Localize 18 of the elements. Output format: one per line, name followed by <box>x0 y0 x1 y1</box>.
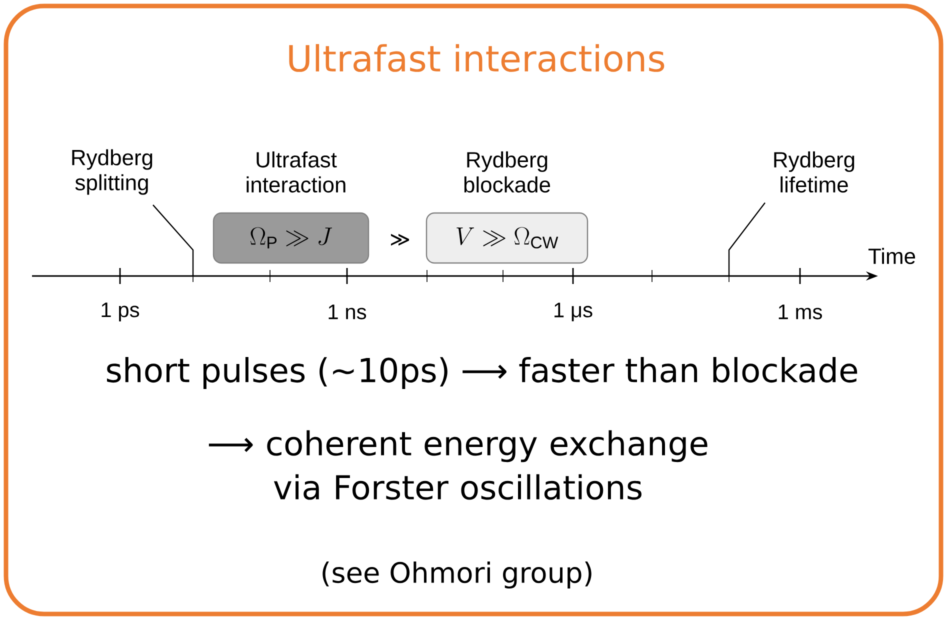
tick-label: 1 ns <box>328 304 366 320</box>
note-text: (see Ohmori group) <box>322 561 592 589</box>
event-label: Rydberg splitting <box>72 149 152 195</box>
leader-line <box>152 204 194 276</box>
note-text: ⟶ coherent energy exchange via Forster oscillations <box>208 430 708 500</box>
tick-label: 1 ms <box>778 304 822 320</box>
leader-line <box>728 202 766 276</box>
box-heading: Ultrafast interaction <box>246 151 346 193</box>
note-text: short pulses (~10ps) ⟶ faster than blockade <box>107 357 858 389</box>
title: Ultrafast interactions <box>289 44 664 72</box>
interaction-box: $V \gg \Omega_{\mathrm{CW}}$ <box>426 212 588 264</box>
much-greater-sign: ≫ <box>390 234 410 246</box>
tick-label: 1 μs <box>554 302 592 322</box>
interaction-box: $\Omega_{\mathrm{P}} \gg J$ <box>212 212 370 264</box>
box-heading: Rydberg blockade <box>464 151 550 193</box>
tick-label: 1 ps <box>102 302 140 322</box>
event-label: Rydberg lifetime <box>774 151 854 193</box>
axis-label: Time <box>868 248 916 264</box>
